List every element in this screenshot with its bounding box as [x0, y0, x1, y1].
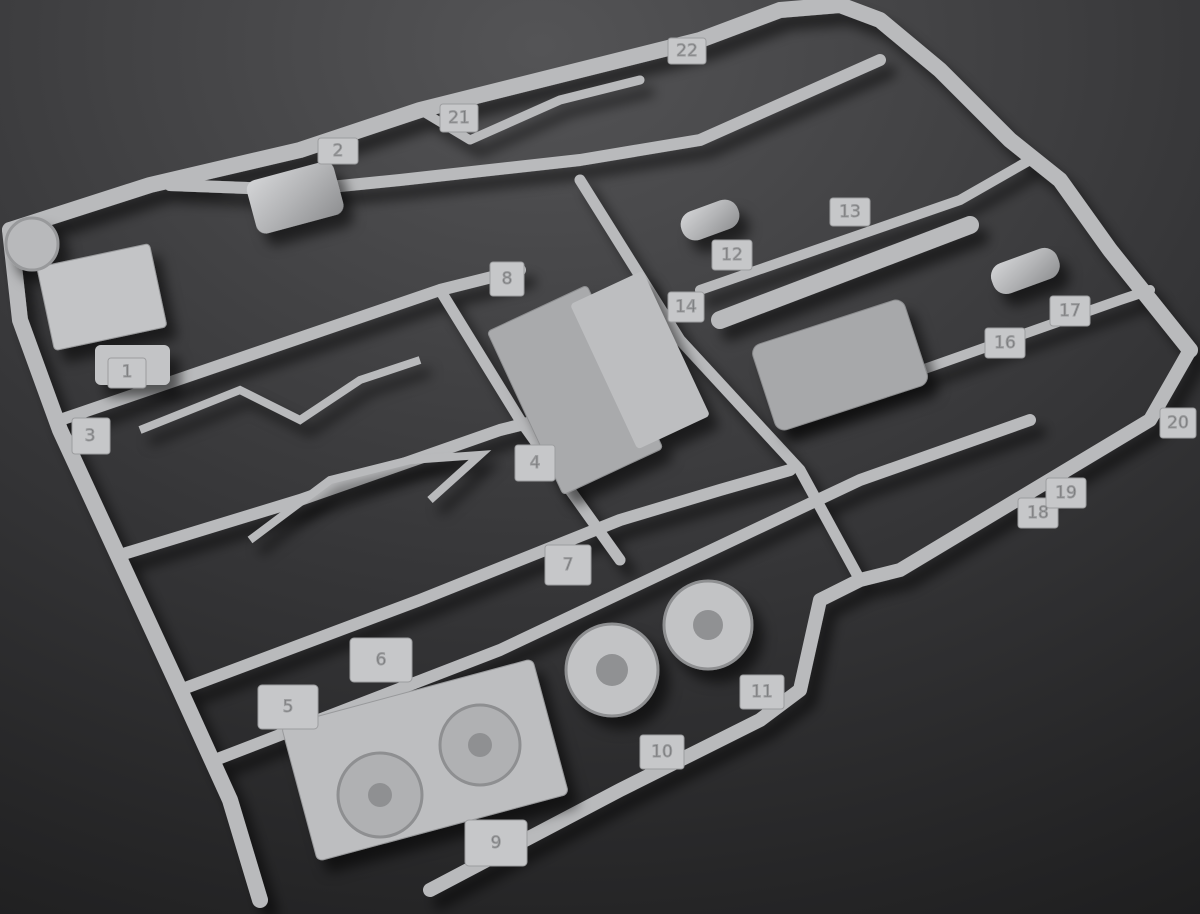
part-number-label: 22 — [676, 41, 698, 61]
part-number-label: 11 — [751, 682, 773, 702]
part-number-label: 1 — [122, 362, 133, 382]
suspension-arm-part — [247, 450, 492, 544]
part-tag — [639, 734, 685, 770]
part-tag — [667, 37, 707, 65]
part-number-label: 20 — [1167, 413, 1189, 433]
part-number-label: 18 — [1027, 503, 1049, 523]
brake-disc-hub — [693, 610, 723, 640]
part-number-label: 8 — [502, 269, 513, 289]
exhaust-tank-part — [680, 199, 740, 241]
part-number-label: 2 — [333, 141, 344, 161]
fan-hub — [468, 733, 492, 757]
part-tag — [667, 291, 705, 323]
suspension-arm-part — [138, 356, 422, 434]
part-number-label: 5 — [283, 697, 294, 717]
part-tag — [739, 674, 785, 710]
part-tag — [1049, 295, 1091, 327]
model-parts — [4, 161, 1060, 861]
engine-block-part — [752, 299, 928, 431]
part-tag — [257, 684, 319, 730]
part-tag — [711, 239, 753, 271]
part-number-label: 13 — [839, 202, 861, 222]
part-tag — [107, 357, 147, 389]
brake-disc-hub — [596, 654, 628, 686]
part-number-label: 19 — [1055, 483, 1077, 503]
part-tag — [984, 327, 1026, 359]
radiator-cover-part — [571, 271, 709, 449]
part-tag — [439, 103, 479, 133]
part-number-label: 14 — [675, 297, 697, 317]
sprue-gate-disc — [4, 216, 60, 272]
part-number-label: 6 — [376, 650, 387, 670]
part-tag — [1159, 407, 1197, 439]
part-tag — [829, 197, 871, 227]
part-number-label: 9 — [491, 833, 502, 853]
fan-hub — [368, 783, 392, 807]
exhaust-tank-part — [990, 247, 1060, 295]
part-number-label: 3 — [85, 426, 96, 446]
part-tag — [1045, 477, 1087, 509]
part-number-label: 21 — [448, 108, 470, 128]
part-tag — [489, 261, 525, 297]
part-tag — [317, 137, 359, 165]
part-tag — [514, 444, 556, 482]
part-number-label: 10 — [651, 742, 673, 762]
part-1-block — [37, 243, 167, 351]
part-number-label: 7 — [563, 555, 574, 575]
part-number-label: 16 — [994, 333, 1016, 353]
part-number-label: 4 — [530, 453, 541, 473]
part-number-label: 12 — [721, 245, 743, 265]
part-tag — [71, 417, 111, 455]
muffler-part — [246, 161, 344, 234]
part-number-tags: 3 1 2 8 4 7 6 5 9 10 11 12 13 14 16 17 1… — [71, 37, 1197, 867]
part-number-label: 17 — [1059, 301, 1081, 321]
part-tag — [544, 544, 592, 586]
part-tag — [464, 819, 528, 867]
part-tag — [349, 637, 413, 683]
